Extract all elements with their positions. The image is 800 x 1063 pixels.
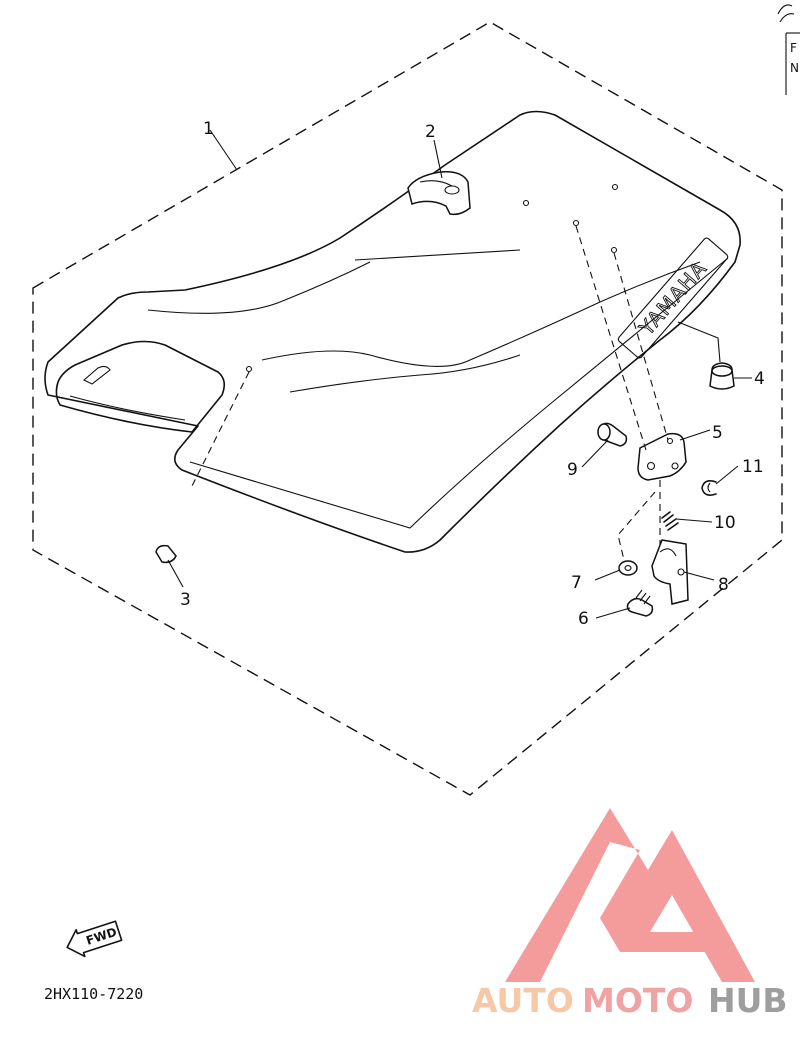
callout-9: 9	[567, 460, 578, 480]
callout-6: 6	[578, 609, 589, 629]
callout-5: 5	[712, 423, 723, 443]
callout-numbers: 1 2 3 4 5 6 7 8 9 10 11	[180, 119, 765, 629]
watermark-word-hub: HUB	[708, 981, 788, 1020]
corner-table-fragment: F N	[777, 4, 800, 95]
part-7-washer	[618, 560, 638, 576]
kit-boundary-dashed	[32, 21, 783, 796]
part-5-bracket	[637, 432, 687, 481]
watermark-word-auto: AUTO	[472, 981, 574, 1020]
alignment-lines	[189, 225, 721, 561]
part-10-spring	[661, 511, 679, 531]
corner-fragment-bottom: N	[790, 61, 799, 75]
part-9-pin	[597, 422, 628, 447]
callout-7: 7	[571, 573, 582, 593]
seat-front-cutout	[55, 340, 226, 433]
seat-brand-text: YAMAHA	[634, 256, 712, 340]
part-11-clip	[701, 480, 717, 496]
seat-assembly: YAMAHA	[44, 110, 741, 553]
watermark: AUTO MOTO HUB	[472, 808, 788, 1020]
drawing-code: 2HX110-7220	[44, 985, 143, 1003]
watermark-logo	[505, 808, 755, 982]
callout-8: 8	[718, 575, 729, 595]
seat-outline	[44, 110, 741, 553]
leader-lines	[167, 129, 752, 619]
yamaha-emblem: YAMAHA	[617, 237, 729, 359]
corner-fragment-top: F	[790, 41, 797, 55]
part-8-lock-hook	[651, 539, 689, 605]
callout-11: 11	[742, 457, 764, 477]
part-3-stopper	[155, 544, 177, 564]
callout-1: 1	[203, 119, 214, 139]
callout-10: 10	[714, 513, 736, 533]
mounting-holes	[245, 183, 619, 373]
callout-4: 4	[754, 369, 765, 389]
callout-2: 2	[425, 122, 436, 142]
fwd-arrow: FWD	[66, 920, 123, 958]
part-4-damper	[709, 362, 735, 390]
seat-side-seam	[189, 257, 729, 529]
part-6-bolt	[626, 589, 654, 617]
fwd-label: FWD	[84, 925, 118, 948]
tank-strap	[407, 170, 471, 216]
watermark-word-moto: MOTO	[582, 981, 693, 1020]
callout-3: 3	[180, 590, 191, 610]
